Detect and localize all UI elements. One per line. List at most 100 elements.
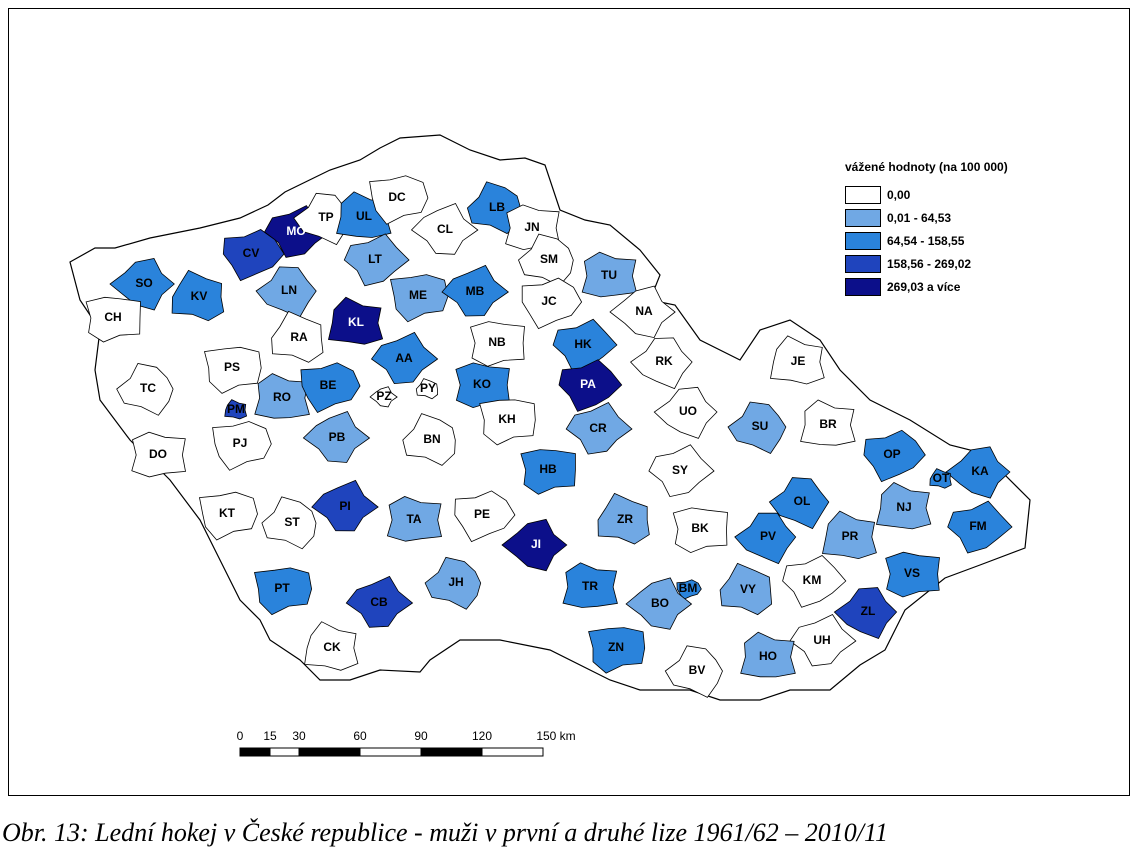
district-label: UO — [679, 404, 697, 418]
district-label: BN — [423, 432, 440, 446]
district-label: KO — [473, 377, 491, 391]
district-bv — [664, 645, 723, 698]
district-cb — [345, 575, 414, 628]
district-tc — [116, 363, 174, 416]
district-label: RO — [273, 390, 291, 404]
country-outline — [69, 134, 1031, 701]
district-label: JN — [524, 220, 539, 234]
district-pe — [454, 490, 516, 543]
district-label: RA — [290, 330, 308, 344]
district-su — [727, 401, 787, 455]
district-bk — [672, 507, 728, 554]
district-label: HK — [574, 337, 592, 351]
district-label: BO — [651, 596, 669, 610]
district-ol — [768, 477, 830, 530]
legend-label: 64,54 - 158,55 — [887, 233, 965, 248]
district-tu — [581, 251, 637, 298]
district-label: ZR — [617, 512, 633, 526]
district-bm — [676, 579, 702, 600]
district-rk — [629, 337, 693, 390]
map-frame — [8, 8, 1130, 796]
district-so — [109, 258, 175, 311]
district-label: JI — [531, 537, 541, 551]
district-label: SM — [540, 252, 558, 266]
district-label: TA — [406, 512, 421, 526]
district-pb — [302, 411, 371, 463]
district-ro — [254, 373, 310, 419]
district-hb — [520, 449, 576, 495]
district-jh — [424, 556, 482, 610]
district-label: KH — [498, 412, 515, 426]
district-label: ME — [409, 288, 427, 302]
scale-tick-label: 15 — [263, 729, 277, 743]
scale-bar — [239, 747, 544, 757]
district-label: AA — [395, 351, 413, 365]
district-label: OT — [933, 471, 950, 485]
figure-caption: Obr. 13: Lední hokej v České republice -… — [2, 818, 889, 847]
district-label: JC — [541, 294, 557, 308]
district-label: FM — [969, 519, 986, 533]
district-ps — [204, 346, 262, 394]
legend-item: 0,00 — [845, 183, 1008, 206]
district-dc — [369, 175, 429, 225]
district-label: DO — [149, 447, 167, 461]
district-label: BV — [689, 663, 706, 677]
district-label: MO — [286, 224, 305, 238]
district-label: PA — [580, 377, 596, 391]
district-label: PY — [420, 381, 436, 395]
district-label: BE — [320, 378, 337, 392]
district-label: PR — [842, 529, 859, 543]
legend-item: 269,03 a více — [845, 275, 1008, 298]
district-label: BM — [679, 581, 698, 595]
district-label: OP — [883, 447, 900, 461]
district-label: KM — [803, 573, 822, 587]
district-label: CL — [437, 222, 453, 236]
district-label: PS — [224, 360, 240, 374]
district-label: CR — [589, 421, 607, 435]
district-zn — [588, 627, 646, 674]
district-pi — [311, 479, 379, 532]
district-label: SY — [672, 463, 688, 477]
district-fm — [947, 500, 1013, 554]
district-ji — [501, 518, 568, 572]
legend-swatch — [845, 277, 881, 296]
scale-bar-segment — [481, 747, 544, 757]
district-tr — [562, 562, 618, 608]
district-label: TP — [318, 210, 333, 224]
district-py — [415, 378, 439, 400]
district-ka — [945, 446, 1011, 499]
legend-swatch — [845, 231, 881, 250]
scale-tick-label: 90 — [414, 729, 428, 743]
district-sy — [648, 444, 715, 498]
district-pr — [822, 510, 877, 560]
district-label: HB — [539, 462, 557, 476]
district-label: BR — [819, 417, 837, 431]
district-ra — [271, 310, 324, 363]
district-label: HO — [759, 649, 777, 663]
district-label: PB — [329, 430, 346, 444]
district-uo — [653, 386, 718, 439]
district-pm — [224, 399, 248, 420]
district-label: PT — [274, 581, 290, 595]
district-je — [770, 335, 825, 385]
legend-title: vážené hodnoty (na 100 000) — [845, 160, 1008, 174]
legend-swatch — [845, 208, 881, 227]
district-vy — [719, 562, 773, 616]
legend-swatch — [845, 185, 881, 204]
district-label: CV — [243, 246, 260, 260]
legend-item: 158,56 - 269,02 — [845, 252, 1008, 275]
district-ho — [740, 631, 796, 678]
district-label: NA — [635, 304, 653, 318]
district-me — [390, 274, 449, 323]
scale-bar-segment — [239, 747, 271, 757]
district-label: RK — [655, 354, 673, 368]
district-cv — [222, 229, 285, 282]
district-label: PM — [227, 402, 245, 416]
scale-bar-segment — [269, 747, 300, 757]
district-ch — [85, 296, 141, 343]
district-nj — [876, 482, 932, 530]
district-label: KV — [191, 289, 208, 303]
district-pv — [734, 512, 797, 565]
district-jc — [521, 277, 583, 330]
scale-tick-label: 60 — [353, 729, 367, 743]
